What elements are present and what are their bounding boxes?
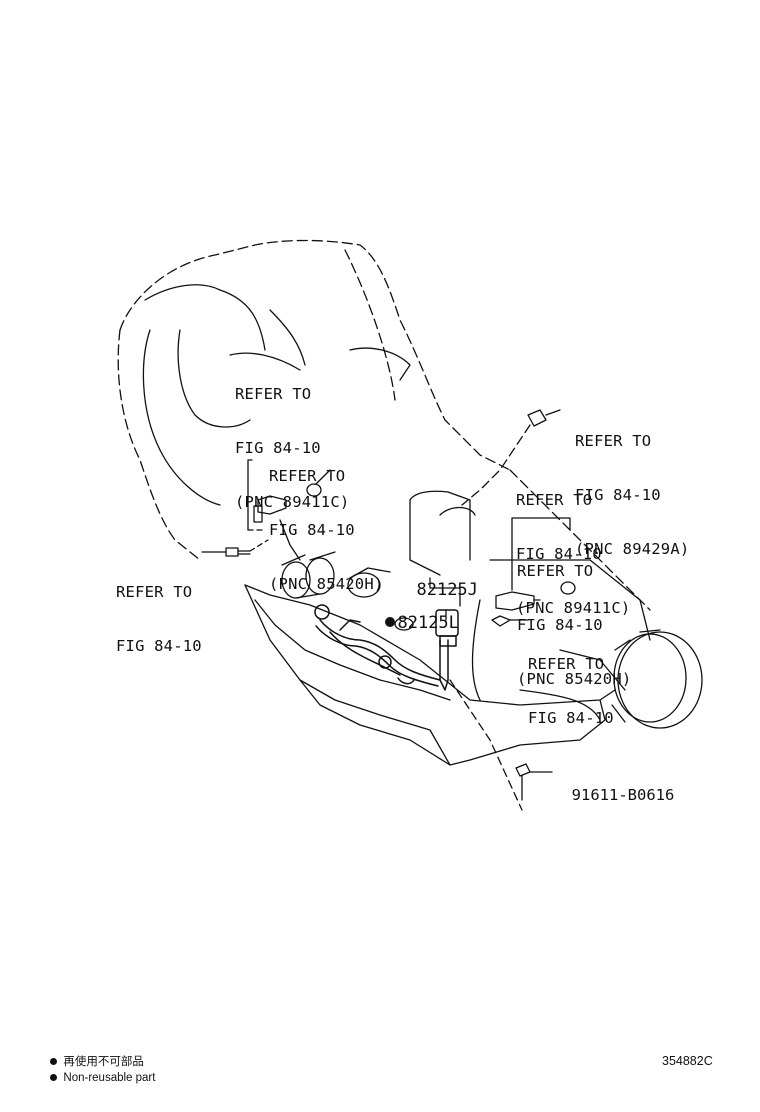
part-number-82125l: 82125L bbox=[365, 593, 459, 633]
callout-line: REFER TO bbox=[269, 467, 346, 485]
callout-line: FIG 84-10 bbox=[575, 486, 661, 504]
part-number-text: 91611-B0616 bbox=[571, 786, 675, 804]
legend-text: Non-reusable part bbox=[63, 1072, 156, 1084]
callout-line: FIG 84-10 bbox=[235, 439, 321, 457]
callout-line: REFER TO bbox=[575, 432, 652, 450]
left-bolt bbox=[201, 547, 251, 557]
part-number-text: 82125J bbox=[416, 580, 478, 600]
callout-85420h-right: REFER TO FIG 84-10 (PNC 85420H) bbox=[517, 526, 631, 706]
callout-line: (PNC 85420H) bbox=[517, 670, 632, 688]
callout-fig-right: REFER TO FIG 84-10 bbox=[528, 619, 614, 745]
figure-id: 354882C bbox=[662, 1054, 713, 1068]
right-speed-sensor bbox=[491, 517, 576, 627]
callout-line: FIG 84-10 bbox=[116, 637, 202, 655]
wire-harness bbox=[314, 604, 459, 691]
callout-line: (PNC 89411C) bbox=[235, 493, 350, 511]
bell-housing-outline bbox=[117, 239, 651, 611]
callout-line: REFER TO bbox=[517, 562, 594, 580]
callout-line: REFER TO bbox=[516, 491, 593, 509]
callout-line: (PNC 85420H) bbox=[269, 575, 384, 593]
callout-line: REFER TO bbox=[116, 583, 193, 601]
callout-leaders bbox=[315, 347, 411, 485]
callout-line: (PNC 89429A) bbox=[575, 540, 690, 558]
part-number-bolt: 91611-B0616 bbox=[553, 765, 675, 805]
o-ring bbox=[394, 617, 414, 631]
callout-line: REFER TO bbox=[528, 655, 605, 673]
callout-85420h-left: REFER TO FIG 84-10 (PNC 85420H) bbox=[269, 431, 383, 611]
top-sensor bbox=[461, 409, 561, 506]
bullet-icon bbox=[50, 1058, 58, 1065]
callout-line: FIG 84-10 bbox=[528, 709, 614, 727]
part-leaders bbox=[429, 577, 461, 621]
bottom-bolt bbox=[449, 679, 553, 811]
part-number-82125j: 82125J bbox=[396, 560, 478, 600]
left-speed-sensor bbox=[247, 459, 322, 531]
transmission-case bbox=[244, 490, 651, 766]
output-flange bbox=[611, 629, 703, 729]
legend-text: 再使用不可部品 bbox=[63, 1056, 144, 1068]
callout-line: FIG 84-10 bbox=[517, 616, 603, 634]
bell-housing-solid bbox=[142, 284, 306, 506]
callout-line: (PNC 89411C) bbox=[516, 599, 631, 617]
callout-line: FIG 84-10 bbox=[269, 521, 355, 539]
callout-line: REFER TO bbox=[235, 385, 312, 403]
callout-89429a: REFER TO FIG 84-10 (PNC 89429A) bbox=[575, 396, 689, 576]
legend-line-english: Non-reusable part bbox=[44, 1056, 155, 1086]
callout-89411c-left: REFER TO FIG 84-10 (PNC 89411C) bbox=[235, 349, 349, 529]
part-number-text: 82125L bbox=[397, 613, 459, 633]
callout-fig-left: REFER TO FIG 84-10 bbox=[116, 547, 202, 673]
callout-89411c-right: REFER TO FIG 84-10 (PNC 89411C) bbox=[516, 455, 630, 635]
callout-line: FIG 84-10 bbox=[516, 545, 602, 563]
legend-line-japanese: 再使用不可部品 bbox=[44, 1040, 144, 1070]
bullet-icon bbox=[50, 1074, 58, 1081]
non-reusable-mark-icon bbox=[385, 617, 396, 627]
